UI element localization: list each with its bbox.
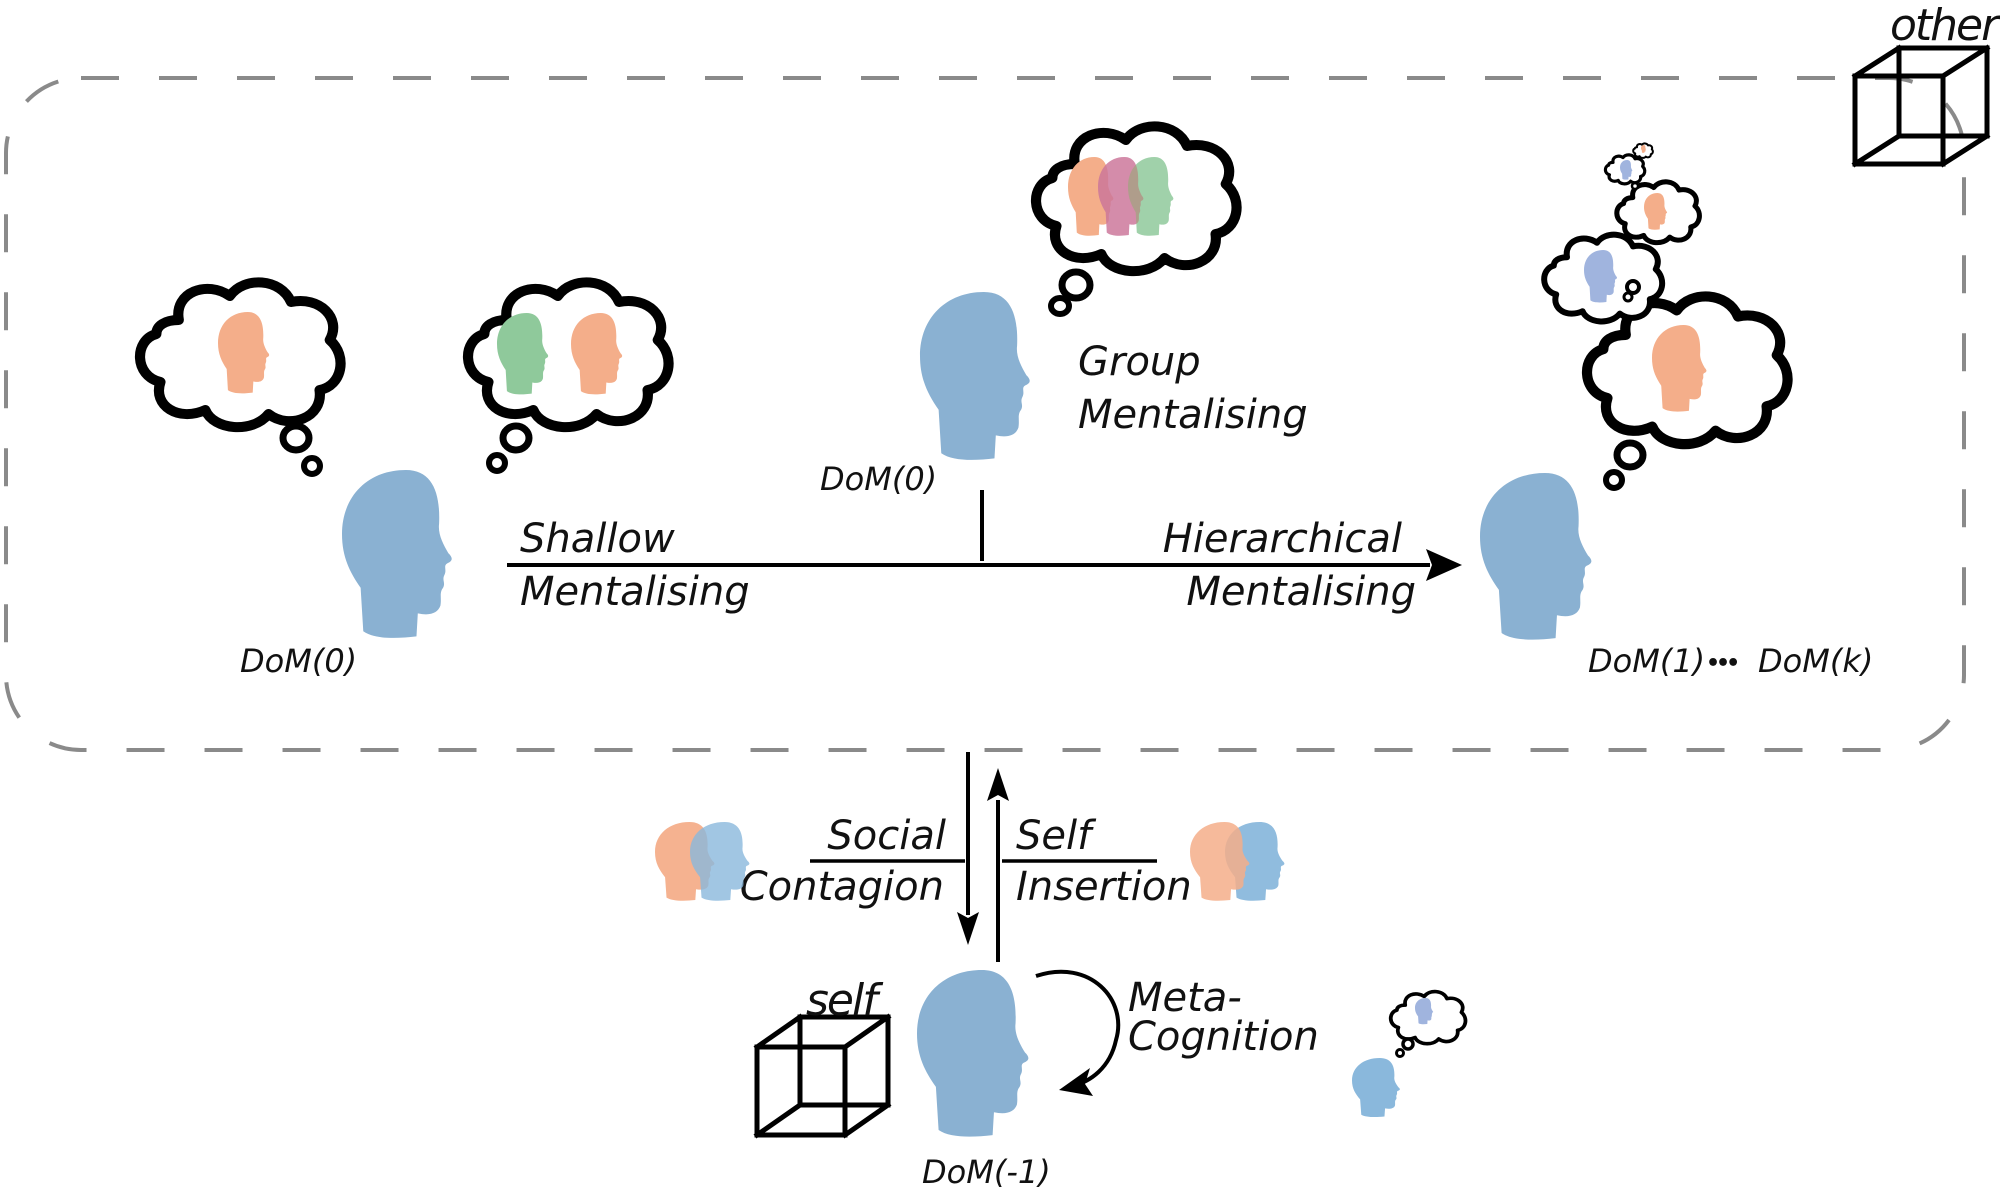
arrow-head-left-icon [1059,1068,1093,1096]
hierarchical-dom-ellipsis: ••• [1706,651,1737,676]
thought-bubble-icon [499,422,533,454]
thought-bubble-icon [1401,1037,1415,1051]
self-cube-icon [753,1013,892,1139]
metacognition-curved-arrow [1035,969,1121,1088]
hierarchical-dom-label-right: DoM(k) [1758,642,1873,680]
thought-bubble-icon [1395,1048,1405,1058]
arrow-head-right-icon [1426,549,1462,581]
insertion-label: Insertion [1016,864,1192,910]
self-head-icon [1480,473,1592,640]
metacognition-label-line2: Cognition [1128,1014,1319,1060]
reflective-agent [1352,989,1468,1118]
arrow-head-down-icon [957,912,979,945]
contagion-label: Contagion [740,864,944,910]
thought-bubble-icon [1048,295,1072,317]
group-mentalising-label-line1: Group [1078,339,1201,385]
other-region-border [4,76,1966,752]
thought-bubble-icon [1603,469,1625,491]
thought-bubble-icon [486,452,508,474]
thought-bubble-icon [1058,268,1094,302]
shallow-agent: DoM(0) [140,282,669,680]
self-insertion-heads-icon [1190,822,1285,901]
shallow-label: Shallow [520,516,675,562]
group-heads-icon [1068,157,1174,236]
group-agent-dom-label: DoM(0) [820,460,937,498]
hierarchical-agent: DoM(1) ••• DoM(k) [1480,142,1873,680]
thought-bubble-icon [301,455,323,477]
shallow-agent-dom-label: DoM(0) [240,642,357,680]
thought-bubble-icon [1622,291,1634,303]
self-agent: DoM(-1) [917,970,1051,1191]
self-head-icon [920,292,1030,460]
self-agent-dom-label: DoM(-1) [922,1153,1051,1191]
thought-bubble-icon [1625,279,1641,295]
hierarchical-mentalising-label: Mentalising [1186,569,1416,615]
thought-bubble-icon [1613,439,1647,471]
self-region-label: self [806,975,884,1026]
self-label: Self [1016,813,1097,859]
thought-bubble-icon [279,422,313,454]
shallow-mentalising-label: Mentalising [520,569,750,615]
hierarchical-dom-label-left: DoM(1) [1588,642,1705,680]
self-head-icon [1352,1058,1400,1118]
self-head-icon [342,470,452,638]
group-mentalising-label-line2: Mentalising [1078,392,1308,438]
metacognition-label-line1: Meta- [1128,975,1242,1021]
group-agent: Group Mentalising DoM(0) [820,126,1308,498]
self-head-icon [917,970,1029,1137]
hierarchical-label: Hierarchical [1163,516,1402,562]
other-region-label: other [1890,0,2000,51]
social-label: Social [827,813,946,859]
arrow-head-up-icon [987,768,1009,801]
other-cube-icon [1851,44,1991,168]
social-contagion-heads-icon [655,822,750,901]
